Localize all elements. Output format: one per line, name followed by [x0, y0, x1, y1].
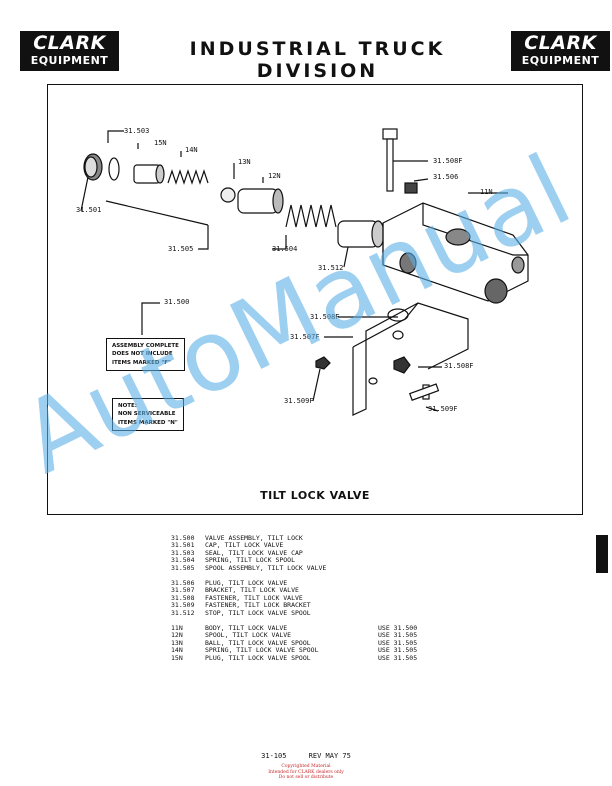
part-use-reference: USE 31.505: [378, 653, 418, 662]
label-31-500: 31.500: [164, 298, 190, 306]
label-31-503: 31.503: [124, 127, 150, 135]
label-11n: 11N: [480, 188, 493, 196]
copyright-notice: Copyrighted Material Intended for CLARK …: [0, 764, 612, 781]
parts-row: 11N BODY, TILT LOCK VALVE USE 31.500: [171, 624, 418, 632]
parts-row: 31.504 SPRING, TILT LOCK SPOOL: [171, 556, 378, 565]
part-description: SPRING, TILT LOCK SPOOL: [205, 556, 296, 565]
assembly-note-line: DOES NOT INCLUDE: [112, 351, 173, 358]
clark-logo-left: CLARK EQUIPMENT: [20, 31, 119, 71]
label-31-507f: 31.507F: [290, 333, 320, 341]
part-description: BODY, TILT LOCK VALVE: [205, 624, 288, 632]
label-15n: 15N: [154, 139, 167, 147]
part-number: 31.505: [171, 563, 195, 572]
part-description: SPOOL, TILT LOCK VALVE: [205, 631, 292, 640]
part-description: PLUG, TILT LOCK VALVE SPOOL: [205, 653, 311, 662]
page-code: 31-105: [261, 752, 287, 760]
part-use-reference: USE 31.505: [378, 638, 418, 647]
nonserviceable-note-line: ITEMS MARKED "N": [118, 419, 178, 426]
part-number: 15N: [171, 653, 183, 662]
part-description: PLUG, TILT LOCK VALVE: [205, 579, 288, 587]
part-description: SEAL, TILT LOCK VALVE CAP: [205, 548, 303, 557]
label-31-501: 31.501: [76, 206, 102, 214]
part-number: 14N: [171, 646, 183, 655]
logo-brand-text: CLARK: [524, 32, 597, 54]
parts-row: 15N PLUG, TILT LOCK VALVE SPOOL USE 31.505: [171, 653, 418, 662]
revision-date: REV MAY 75: [308, 752, 351, 760]
part-number: 31.507: [171, 586, 195, 595]
logo-sub-text: EQUIPMENT: [521, 54, 600, 67]
clark-logo-right: CLARK EQUIPMENT: [511, 31, 610, 71]
parts-row: 31.501 CAP, TILT LOCK VALVE: [171, 541, 378, 550]
parts-list-group-2: 31.506 PLUG, TILT LOCK VALVE 31.507 BRACKE…: [171, 579, 378, 617]
part-number: 31.506: [171, 579, 195, 587]
part-description: SPRING, TILT LOCK VALVE SPOOL: [205, 646, 319, 655]
label-12n: 12N: [268, 172, 281, 180]
parts-row: 13N BALL, TILT LOCK VALVE SPOOL USE 31.505: [171, 638, 418, 647]
part-use-reference: USE 31.500: [378, 624, 418, 632]
parts-row: 31.503 SEAL, TILT LOCK VALVE CAP: [171, 548, 378, 557]
copyright-line: Copyrighted Material: [281, 764, 331, 769]
nonserviceable-note-line: NON SERVICEABLE: [118, 411, 176, 418]
label-14n: 14N: [185, 146, 198, 154]
label-31-512: 31.512: [318, 264, 344, 272]
part-number: 31.508: [171, 593, 195, 602]
assembly-note-box: ASSEMBLY COMPLETE DOES NOT INCLUDE ITEMS…: [106, 338, 185, 371]
part-number: 13N: [171, 638, 183, 647]
part-use-reference: USE 31.505: [378, 631, 418, 640]
part-description: FASTENER, TILT LOCK BRACKET: [205, 601, 311, 610]
part-number: 12N: [171, 631, 183, 640]
page-title: INDUSTRIAL TRUCK DIVISION: [189, 38, 446, 82]
label-31-509f-right: 31.509F: [428, 405, 458, 413]
part-number: 31.512: [171, 608, 195, 617]
nonserviceable-note-line: NOTE:: [118, 403, 137, 409]
part-description: SPOOL ASSEMBLY, TILT LOCK VALVE: [205, 563, 327, 572]
parts-row: 31.506 PLUG, TILT LOCK VALVE: [171, 579, 378, 587]
part-number: 11N: [171, 624, 183, 632]
part-number: 31.509: [171, 601, 195, 610]
parts-row: 31.500 VALVE ASSEMBLY, TILT LOCK: [171, 534, 378, 542]
logo-brand-text: CLARK: [33, 32, 106, 54]
parts-row: 31.512 STOP, TILT LOCK VALVE SPOOL: [171, 608, 378, 617]
label-31-508f-top: 31.508F: [433, 157, 463, 165]
logo-sub-text: EQUIPMENT: [30, 54, 109, 67]
label-31-506: 31.506: [433, 173, 459, 181]
label-31-508f-right: 31.508F: [444, 362, 474, 370]
label-31-509f-left: 31.509F: [284, 397, 314, 405]
part-number: 31.500: [171, 534, 195, 542]
diagram-caption: TILT LOCK VALVE: [260, 489, 370, 502]
parts-row: 14N SPRING, TILT LOCK VALVE SPOOL USE 31.5…: [171, 646, 418, 655]
parts-row: 12N SPOOL, TILT LOCK VALVE USE 31.505: [171, 631, 418, 640]
parts-row: 31.509 FASTENER, TILT LOCK BRACKET: [171, 601, 378, 610]
part-use-reference: USE 31.505: [378, 646, 418, 655]
nonserviceable-note-box: NOTE: NON SERVICEABLE ITEMS MARKED "N": [112, 398, 184, 431]
parts-list-group-1: 31.500 VALVE ASSEMBLY, TILT LOCK 31.501 CA…: [171, 534, 378, 572]
assembly-note-line: ASSEMBLY COMPLETE: [112, 343, 179, 349]
assembly-note-line: ITEMS MARKED "F": [112, 359, 171, 366]
copyright-line: Intended for CLARK dealers only: [268, 769, 344, 775]
part-description: BALL, TILT LOCK VALVE SPOOL: [205, 638, 311, 647]
label-31-508f-mid: 31.508F: [310, 313, 340, 321]
page-footer: 31-105 REV MAY 75: [0, 752, 612, 760]
section-index-tab: [596, 535, 608, 573]
copyright-line: Do not sell or distribute: [278, 775, 334, 780]
label-31-504: 31.504: [272, 245, 298, 253]
part-number: 31.503: [171, 548, 195, 557]
parts-list-group-3: 11N BODY, TILT LOCK VALVE USE 31.500 12N SP…: [171, 624, 418, 662]
parts-row: 31.507 BRACKET, TILT LOCK VALVE: [171, 586, 378, 595]
part-number: 31.501: [171, 541, 195, 550]
part-description: CAP, TILT LOCK VALVE: [205, 541, 284, 550]
parts-row: 31.508 FASTENER, TILT LOCK VALVE: [171, 593, 378, 602]
part-description: BRACKET, TILT LOCK VALVE: [205, 586, 299, 595]
exploded-diagram-frame: 31.503 15N 14N 13N 12N 31.501 31.505 31.…: [47, 84, 583, 515]
part-number: 31.504: [171, 556, 195, 565]
part-description: STOP, TILT LOCK VALVE SPOOL: [205, 608, 311, 617]
label-31-505: 31.505: [168, 245, 194, 253]
label-13n: 13N: [238, 158, 251, 166]
parts-row: 31.505 SPOOL ASSEMBLY, TILT LOCK VALVE: [171, 563, 378, 572]
exploded-diagram-drawing: [80, 128, 529, 416]
part-description: VALVE ASSEMBLY, TILT LOCK: [205, 534, 303, 542]
part-description: FASTENER, TILT LOCK VALVE: [205, 593, 303, 602]
